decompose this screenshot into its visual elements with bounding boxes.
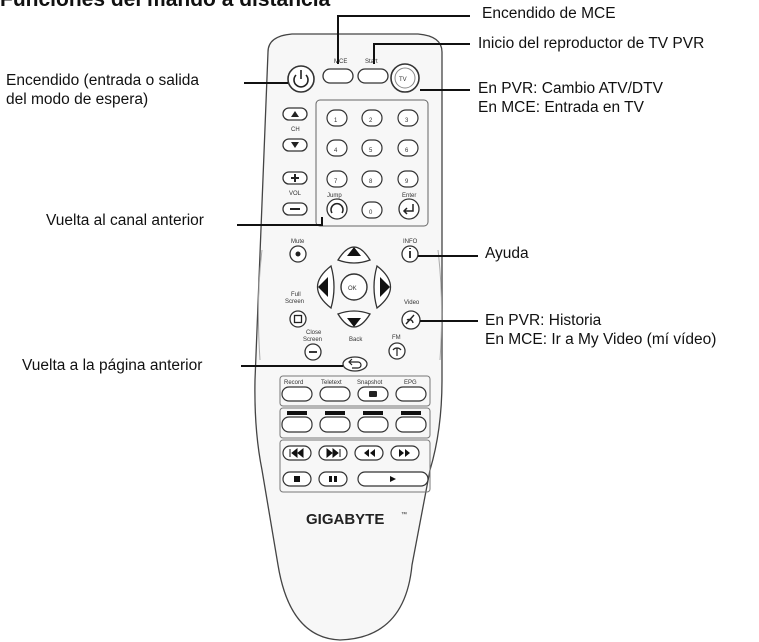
digit-keypad: 1 2 3 4 5 6 7 8 9 Jump 0 Enter xyxy=(326,109,420,220)
color-key-4-button[interactable] xyxy=(395,416,427,433)
digit-2-label: 2 xyxy=(369,118,373,124)
jump-button[interactable] xyxy=(326,198,348,220)
digit-7-button[interactable] xyxy=(326,170,348,188)
digit-4-label: 4 xyxy=(334,148,338,154)
digit-1-label: 1 xyxy=(334,118,338,124)
digit-8-button[interactable] xyxy=(361,170,383,188)
callout-info: Ayuda xyxy=(485,245,529,262)
callout-power: Encendido (entrada o salida del modo de … xyxy=(6,72,200,108)
start-button[interactable] xyxy=(357,68,389,84)
mce-button[interactable] xyxy=(322,68,354,84)
start-label: Start xyxy=(365,59,378,65)
callout-tv: En PVR: Cambio ATV/DTV En MCE: Entrada e… xyxy=(478,80,663,116)
snapshot-label: Snapshot xyxy=(357,380,383,386)
digit-0-button[interactable] xyxy=(361,201,383,219)
digit-6-label: 6 xyxy=(405,148,409,154)
fm-label: FM xyxy=(392,335,401,341)
vol-label: VOL xyxy=(289,191,302,197)
color-key-2-button[interactable] xyxy=(319,416,351,433)
pause-button[interactable] xyxy=(318,471,348,487)
full-screen-label: Screen xyxy=(285,299,304,305)
record-label: Record xyxy=(284,380,303,386)
ok-label: OK xyxy=(348,286,357,292)
close-screen-label: Screen xyxy=(303,337,322,343)
digit-6-button[interactable] xyxy=(397,139,419,157)
brand-trademark: ™ xyxy=(401,511,407,518)
remote-body xyxy=(254,33,443,641)
digit-5-button[interactable] xyxy=(361,139,383,157)
digit-8-label: 8 xyxy=(369,179,373,185)
full-screen-button[interactable] xyxy=(289,310,307,328)
jump-label: Jump xyxy=(327,193,342,199)
digit-4-button[interactable] xyxy=(326,139,348,157)
camera-icon xyxy=(369,391,377,397)
tv-label: TV xyxy=(399,77,407,83)
info-label: INFO xyxy=(403,239,418,245)
back-label: Back xyxy=(349,337,363,343)
callout-back: Vuelta a la página anterior xyxy=(22,357,203,374)
callout-video: En PVR: Historia En MCE: Ir a My Video (… xyxy=(485,312,717,348)
leader-lines xyxy=(237,15,478,367)
ch-label: CH xyxy=(291,127,300,133)
record-button[interactable] xyxy=(281,386,313,402)
epg-button[interactable] xyxy=(395,386,427,402)
digit-9-button[interactable] xyxy=(397,170,419,188)
callout-jump: Vuelta al canal anterior xyxy=(46,212,204,229)
epg-label: EPG xyxy=(404,380,417,386)
enter-button[interactable] xyxy=(398,198,420,220)
digit-0-label: 0 xyxy=(369,210,373,216)
color-key-1-button[interactable] xyxy=(281,416,313,433)
mce-label: MCE xyxy=(334,59,347,65)
video-label: Video xyxy=(404,300,420,306)
callout-mce-power: Encendido de MCE xyxy=(482,5,616,22)
digit-3-button[interactable] xyxy=(397,109,419,127)
close-label: Close xyxy=(306,330,322,336)
digit-2-button[interactable] xyxy=(361,109,383,127)
mute-label: Mute xyxy=(291,239,305,245)
full-label: Full xyxy=(291,292,301,298)
teletext-button[interactable] xyxy=(319,386,351,402)
enter-label: Enter xyxy=(402,193,416,199)
power-button[interactable] xyxy=(287,65,315,93)
digit-7-label: 7 xyxy=(334,179,338,185)
digit-1-button[interactable] xyxy=(326,109,348,127)
color-key-3-button[interactable] xyxy=(357,416,389,433)
back-button[interactable] xyxy=(342,356,368,372)
digit-5-label: 5 xyxy=(369,148,373,154)
teletext-label: Teletext xyxy=(321,380,342,386)
digit-3-label: 3 xyxy=(405,118,409,124)
brand-logo: GIGABYTE xyxy=(306,511,384,528)
ok-button[interactable] xyxy=(340,273,368,301)
callout-pvr-start: Inicio del reproductor de TV PVR xyxy=(478,35,705,52)
page-title: Funciones del mando a distancia xyxy=(0,0,330,12)
digit-9-label: 9 xyxy=(405,179,409,185)
